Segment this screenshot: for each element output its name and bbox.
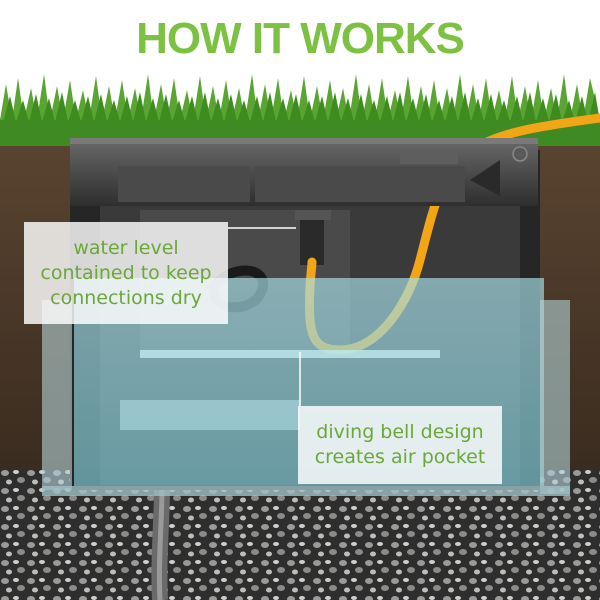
outer-shell-right (540, 300, 570, 494)
diving-bell-callout: diving bell design creates air pocket (298, 406, 502, 484)
cable-connector (300, 215, 324, 265)
outer-shell-left (42, 300, 72, 490)
callout-line: water level (73, 236, 179, 259)
outer-shell-base (42, 486, 570, 496)
callout-line: connections dry (50, 286, 202, 309)
callout-line: diving bell design (316, 421, 484, 443)
callout-line: contained to keep (40, 261, 212, 284)
sky-background (0, 0, 600, 110)
callout-line: creates air pocket (314, 446, 486, 468)
water-level-callout: water level contained to keep connection… (24, 222, 228, 324)
lid-screw (512, 146, 528, 162)
page-title: HOW IT WORKS (136, 14, 465, 63)
